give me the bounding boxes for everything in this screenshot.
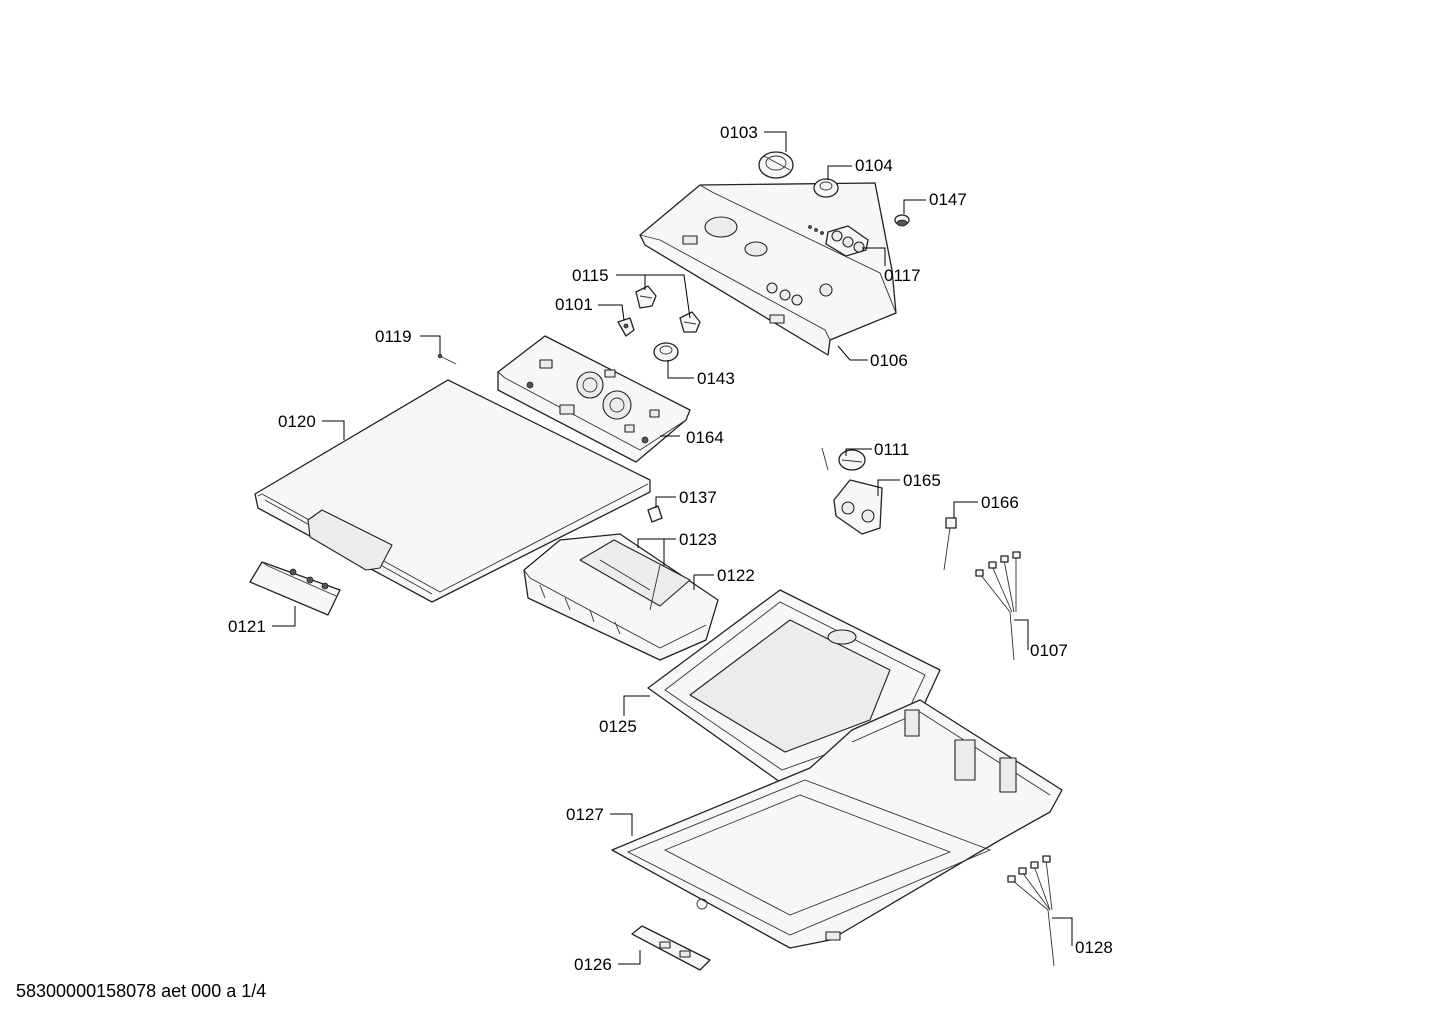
electronics-module-0164 [497, 335, 691, 463]
callout-0147: 0147 [929, 190, 967, 209]
button-block-0117 [825, 225, 869, 257]
callout-0111: 0111 [874, 440, 909, 459]
button-0147 [894, 214, 910, 227]
wire-harness-0128 [1007, 855, 1055, 967]
callout-0125: 0125 [599, 717, 637, 736]
clip-0137 [647, 505, 663, 523]
leader-0121 [272, 606, 296, 627]
callout-0122: 0122 [717, 566, 755, 585]
callout-0143: 0143 [697, 369, 735, 388]
leader-0165 [877, 479, 900, 496]
control-panel-0106 [639, 182, 897, 356]
top-frame-0127 [611, 699, 1063, 949]
callout-0126: 0126 [574, 955, 612, 974]
leader-0120 [322, 420, 345, 440]
leader-0147 [903, 199, 926, 214]
leader-0166 [953, 501, 978, 518]
leader-0106 [837, 345, 868, 361]
connector-0166 [943, 517, 957, 571]
callout-0166: 0166 [981, 493, 1019, 512]
document-reference: 58300000158078 aet 000 a 1/4 [16, 981, 267, 1001]
dispenser-insert-0123 [579, 539, 691, 611]
callout-labels: 0103 0104 0147 0117 0106 0115 0101 0143 … [228, 123, 1113, 974]
callout-0103: 0103 [720, 123, 758, 142]
latch-0126 [631, 925, 711, 971]
leader-0128 [1052, 917, 1073, 946]
lid-0120 [254, 379, 651, 603]
callout-0123: 0123 [679, 530, 717, 549]
leader-0143 [667, 360, 694, 379]
callout-0107: 0107 [1030, 641, 1068, 660]
clip-0115-a [635, 285, 657, 309]
part-0111 [821, 447, 866, 471]
leader-0122 [693, 574, 714, 590]
leader-0115 [616, 274, 691, 319]
leader-0111 [845, 448, 872, 456]
knob-0104 [813, 178, 839, 198]
clip-0115-b [679, 311, 701, 333]
callout-0119: 0119 [375, 327, 412, 346]
leader-0119 [420, 335, 441, 354]
pin-0119 [437, 353, 457, 365]
leader-0127 [610, 813, 633, 836]
callout-0106: 0106 [870, 351, 908, 370]
leader-0104 [827, 165, 852, 180]
callout-0121: 0121 [228, 617, 266, 636]
callout-0115: 0115 [572, 266, 609, 285]
spring-0101 [617, 317, 635, 337]
handle-0121 [249, 561, 341, 616]
valve-0165 [833, 479, 883, 535]
leader-lines [272, 131, 1073, 965]
callout-0104: 0104 [855, 156, 893, 175]
callout-0128: 0128 [1075, 938, 1113, 957]
callout-0127: 0127 [566, 805, 604, 824]
disc-0143 [653, 342, 679, 362]
callout-0137: 0137 [679, 488, 717, 507]
callout-0120: 0120 [278, 412, 316, 431]
leader-0107 [1014, 619, 1029, 650]
callout-0101: 0101 [555, 295, 593, 314]
leader-0125 [623, 695, 650, 716]
callout-0164: 0164 [686, 428, 724, 447]
wire-harness-0107 [975, 551, 1021, 661]
leader-0137 [655, 496, 676, 508]
callout-0117: 0117 [884, 266, 921, 285]
leader-0101 [598, 304, 625, 321]
leader-0117 [862, 247, 886, 266]
callout-0165: 0165 [903, 471, 941, 490]
leader-0126 [618, 950, 641, 965]
dispenser-0122 [523, 533, 719, 661]
knob-0103 [758, 151, 794, 179]
leader-0103 [764, 131, 787, 152]
leader-0123 [637, 538, 676, 566]
